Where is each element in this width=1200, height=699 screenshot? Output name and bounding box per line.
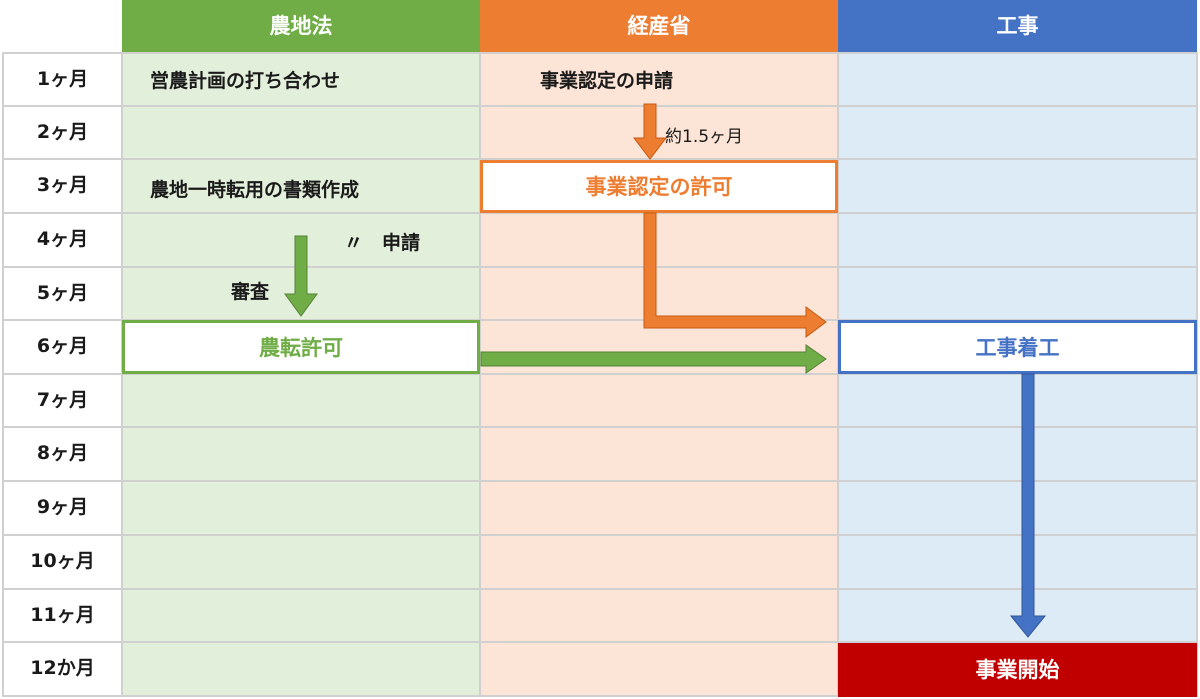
nouchi-plan-meeting: 営農計画の打ち合わせ xyxy=(150,70,341,92)
business-open-box: 事業開始 xyxy=(838,643,1197,697)
orange-down-arrow xyxy=(632,103,668,160)
nouchi-documents: 農地一時転用の書類作成 xyxy=(150,179,360,201)
month-label: 5ヶ月 xyxy=(36,282,89,304)
grid-line xyxy=(3,52,1197,54)
month-label: 6ヶ月 xyxy=(36,335,89,357)
grid-line xyxy=(3,641,1197,643)
grid-line xyxy=(3,158,1197,160)
grid-line xyxy=(837,52,839,697)
grid-line xyxy=(3,588,1197,590)
green-right-arrow xyxy=(480,344,827,374)
month-label: 3ヶ月 xyxy=(36,174,89,196)
grid-line xyxy=(479,52,481,697)
grid-line xyxy=(3,266,1197,268)
grid-line xyxy=(2,52,4,697)
grid-line xyxy=(3,534,1197,536)
month-label: 11ヶ月 xyxy=(30,604,95,626)
blue-down-arrow xyxy=(1009,373,1047,638)
grid-line xyxy=(3,212,1197,214)
month-label: 10ヶ月 xyxy=(30,550,95,572)
grid-line xyxy=(3,373,1197,375)
month-label: 1ヶ月 xyxy=(36,68,89,90)
orange-elbow-arrow xyxy=(643,212,827,338)
grid-line xyxy=(121,52,123,697)
month-label: 9ヶ月 xyxy=(36,496,89,518)
month-label: 8ヶ月 xyxy=(36,442,89,464)
grid-line xyxy=(3,480,1197,482)
nouchi-apply: 〃 申請 xyxy=(344,232,421,254)
grid-line xyxy=(3,426,1197,428)
meti-duration: 約1.5ヶ月 xyxy=(665,127,744,147)
nouten-permit-box: 農転許可 xyxy=(122,320,480,374)
works-start-box: 工事着工 xyxy=(838,320,1197,374)
month-label: 4ヶ月 xyxy=(36,228,89,250)
nouchi-review: 審査 xyxy=(231,281,270,303)
month-label: 2ヶ月 xyxy=(36,121,89,143)
grid-line xyxy=(1196,52,1198,697)
meti-permit-box: 事業認定の許可 xyxy=(480,160,838,213)
meti-apply: 事業認定の申請 xyxy=(540,70,674,92)
green-down-arrow xyxy=(284,235,318,317)
grid-line xyxy=(3,105,1197,107)
month-label: 12か月 xyxy=(30,657,95,679)
header-nouchi: 農地法 xyxy=(122,0,480,52)
grid-line xyxy=(3,695,1197,697)
header-meti: 経産省 xyxy=(480,0,838,52)
grid-line xyxy=(3,319,1197,321)
header-works: 工事 xyxy=(838,0,1197,52)
month-label: 7ヶ月 xyxy=(36,389,89,411)
